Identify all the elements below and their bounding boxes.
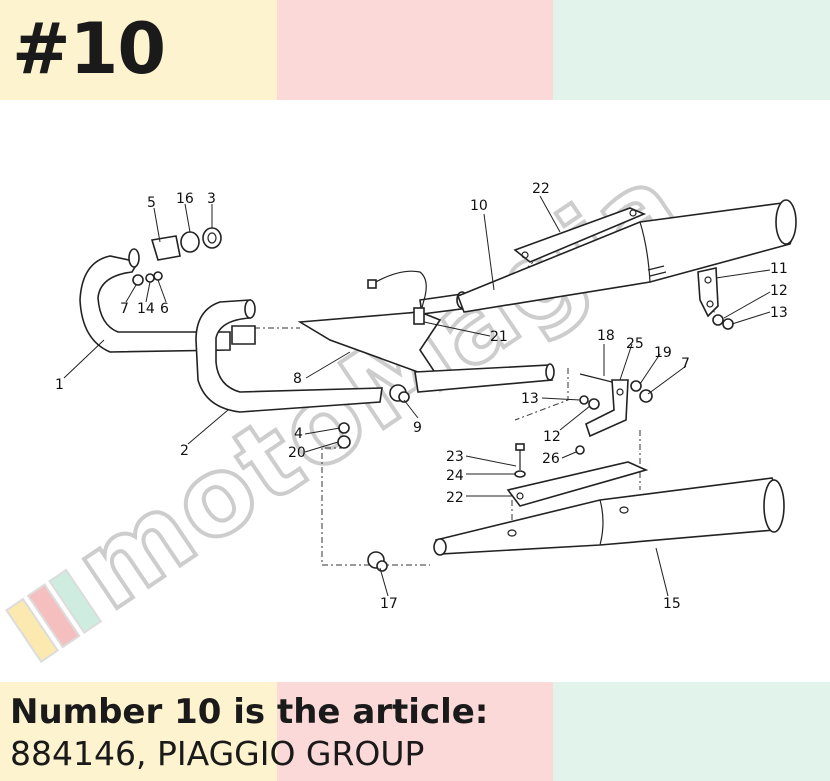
bolt-23-group <box>514 443 585 478</box>
clamp-9 <box>389 384 410 403</box>
caption-title: Number 10 is the article: <box>10 692 489 732</box>
callout-13a: 13 <box>770 305 788 321</box>
callout-15: 15 <box>663 596 681 612</box>
callout-22a: 22 <box>532 181 550 197</box>
callout-23: 23 <box>446 449 464 465</box>
flange-group <box>132 227 222 286</box>
callout-10: 10 <box>470 198 488 214</box>
callout-24: 24 <box>446 468 464 484</box>
callout-14: 14 <box>137 301 155 317</box>
header-pipe-2 <box>195 299 383 413</box>
callout-12b: 12 <box>543 429 561 445</box>
callout-11: 11 <box>770 261 788 277</box>
footer-band-pink <box>277 682 553 781</box>
bracket-22-lower <box>506 461 649 507</box>
callout-18: 18 <box>597 328 615 344</box>
silencer-15 <box>433 477 785 556</box>
callout-3: 3 <box>207 191 216 207</box>
callout-20: 20 <box>288 445 306 461</box>
callout-1: 1 <box>55 377 64 393</box>
header-band-yellow <box>0 0 277 100</box>
callout-21: 21 <box>490 329 508 345</box>
callout-labels: 1 2 3 4 5 6 7 7 8 9 10 11 12 12 13 13 14… <box>55 181 788 612</box>
footer-band-mint <box>553 682 830 781</box>
callout-17: 17 <box>380 596 398 612</box>
footer-band-yellow <box>0 682 277 781</box>
callout-4: 4 <box>294 426 303 442</box>
bracket-22-upper <box>513 207 647 263</box>
leader-lines <box>63 195 771 597</box>
callout-13b: 13 <box>521 391 539 407</box>
exploded-parts-diagram: motoMagia <box>5 139 797 664</box>
callout-19: 19 <box>654 345 672 361</box>
callout-8: 8 <box>293 371 302 387</box>
lambda-sensor-21 <box>367 270 427 325</box>
hanger-11 <box>647 265 734 330</box>
callout-6: 6 <box>160 301 169 317</box>
bracket-25-group <box>579 373 653 438</box>
callout-25: 25 <box>626 336 644 352</box>
callout-2: 2 <box>180 443 189 459</box>
callout-22b: 22 <box>446 490 464 506</box>
callout-9: 9 <box>413 420 422 436</box>
header-band-mint <box>553 0 830 100</box>
callout-5: 5 <box>147 195 156 211</box>
caption-subtitle: 884146, PIAGGIO GROUP <box>10 734 425 773</box>
callout-26: 26 <box>542 451 560 467</box>
silencer-10 <box>456 199 797 313</box>
callout-7a: 7 <box>120 301 129 317</box>
callout-16: 16 <box>176 191 194 207</box>
page-number: #10 <box>12 8 166 90</box>
callout-12a: 12 <box>770 283 788 299</box>
clamp-17 <box>367 551 388 572</box>
header-band-pink <box>277 0 553 100</box>
callout-7b: 7 <box>681 356 690 372</box>
